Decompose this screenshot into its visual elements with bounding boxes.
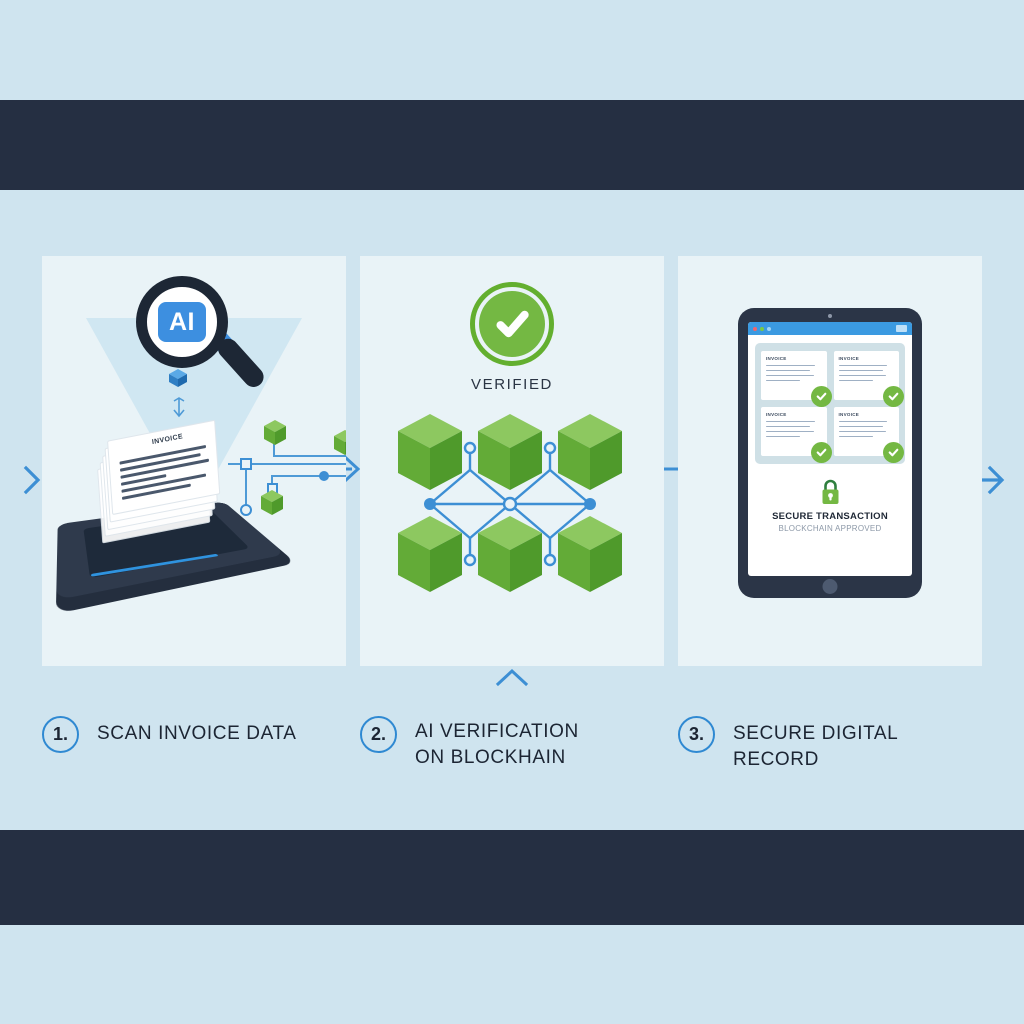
invoice-card-title: INVOICE xyxy=(838,412,860,417)
tablet-home-button[interactable] xyxy=(822,579,838,594)
invoice-card-title: INVOICE xyxy=(766,356,787,361)
step-2-number: 2. xyxy=(360,716,397,753)
verified-label: VERIFIED xyxy=(471,376,553,393)
step-2[interactable]: 2. AI VERIFICATION ON BLOCKHAIN xyxy=(360,716,664,806)
step-2-label: AI VERIFICATION ON BLOCKHAIN xyxy=(415,721,579,768)
invoice-card[interactable]: INVOICE xyxy=(833,407,904,463)
invoice-card[interactable]: INVOICE xyxy=(761,407,832,463)
browser-chrome-bar xyxy=(748,322,912,335)
check-circle-icon xyxy=(810,442,832,463)
secure-transaction-title: SECURE TRANSACTION xyxy=(772,511,888,522)
mini-cube-icon xyxy=(168,368,188,388)
invoice-card[interactable]: INVOICE xyxy=(761,351,832,407)
tablet-screen[interactable]: INVOICE INVOICE xyxy=(748,322,912,576)
invoice-card-grid: INVOICE INVOICE xyxy=(755,343,905,464)
invoice-card-title: INVOICE xyxy=(766,412,787,417)
blockchain-approved-subtitle: BLOCKCHAIN APPROVED xyxy=(778,524,882,533)
step-3-label: SECURE DIGITAL RECORD xyxy=(733,723,898,770)
tablet-icon[interactable]: INVOICE INVOICE xyxy=(738,308,922,598)
panel-scan-invoice[interactable]: AI xyxy=(42,256,346,666)
check-circle-icon xyxy=(470,282,554,366)
panel-ai-verification[interactable]: VERIFIED xyxy=(360,256,664,666)
check-circle-icon xyxy=(883,386,904,407)
data-flow-arrow-icon xyxy=(172,396,186,418)
magnifier-ai-label: AI xyxy=(158,302,206,342)
bottom-dark-band xyxy=(0,830,1024,925)
browser-dot-blue xyxy=(767,326,771,331)
document-stack-icon: INVOICE xyxy=(95,419,221,551)
step-captions: 1. SCAN INVOICE DATA 2. AI VERIFICATION … xyxy=(42,716,982,806)
blockchain-cubes-icon xyxy=(392,408,628,598)
browser-dot-green xyxy=(760,326,764,331)
tablet-camera-icon xyxy=(828,314,832,318)
invoice-card[interactable]: INVOICE xyxy=(833,351,904,407)
step-1-number: 1. xyxy=(42,716,79,753)
secure-transaction-block: SECURE TRANSACTION BLOCKCHAIN APPROVED xyxy=(748,478,912,533)
magnifier-ai-icon: AI xyxy=(136,276,268,392)
check-circle-icon xyxy=(883,442,904,463)
lock-icon xyxy=(819,478,842,505)
chevron-right-icon[interactable] xyxy=(6,452,62,508)
browser-window-button[interactable] xyxy=(896,325,907,332)
browser-dot-red xyxy=(753,326,757,331)
check-circle-icon xyxy=(810,386,832,407)
invoice-card-title: INVOICE xyxy=(838,356,860,361)
step-1[interactable]: 1. SCAN INVOICE DATA xyxy=(42,716,346,806)
panel-secure-record[interactable]: INVOICE INVOICE xyxy=(678,256,982,666)
step-3-number: 3. xyxy=(678,716,715,753)
step-1-label: SCAN INVOICE DATA xyxy=(97,723,297,744)
document-title-text: INVOICE xyxy=(151,433,184,447)
step-3[interactable]: 3. SECURE DIGITAL RECORD xyxy=(678,716,982,806)
network-circuit-icon xyxy=(228,414,346,534)
process-panels: AI xyxy=(42,256,982,666)
top-dark-band xyxy=(0,100,1024,190)
chevron-up-icon xyxy=(492,666,532,688)
